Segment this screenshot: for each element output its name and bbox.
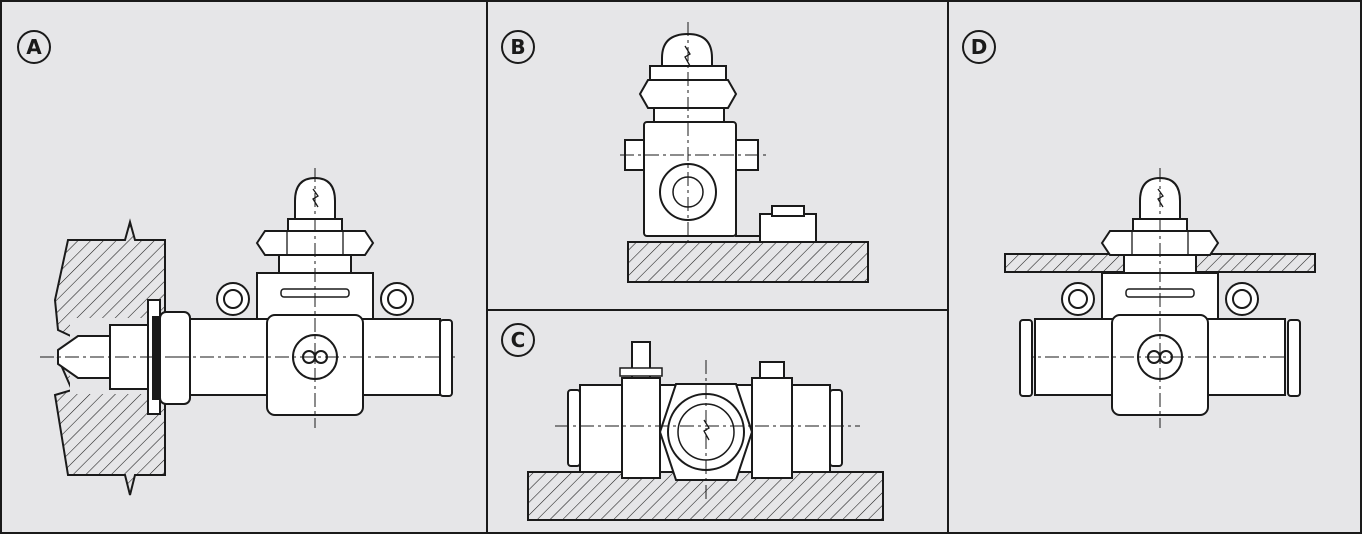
panel-b: B [501, 22, 869, 283]
panel-b-badge [501, 30, 535, 64]
panel-d-badge [962, 30, 996, 64]
base-plate-b [627, 241, 869, 283]
panel-d-label: D [971, 35, 988, 59]
panel-a-badge [17, 30, 51, 64]
panel-c-label: C [511, 328, 526, 352]
panel-c: C [501, 323, 884, 521]
panel-b-label: B [510, 35, 525, 59]
panel-a-label: A [26, 35, 42, 59]
panel-d: D [962, 30, 1316, 429]
panel-c-badge [501, 323, 535, 357]
panel-a: A [17, 30, 456, 496]
